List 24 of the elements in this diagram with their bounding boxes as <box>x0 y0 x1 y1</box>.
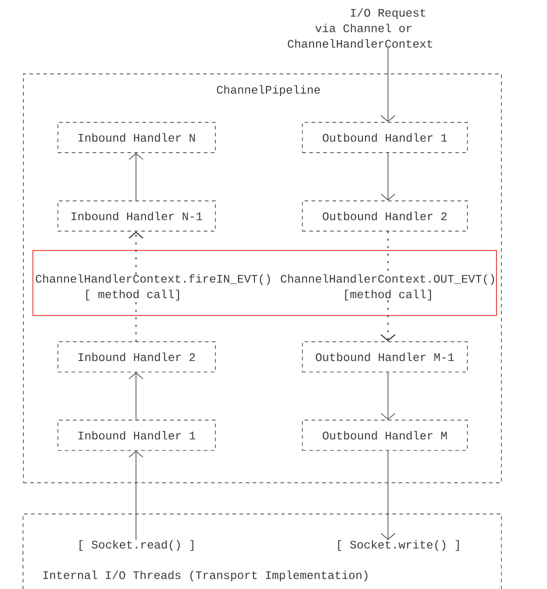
handler-box: Inbound Handler N-1 <box>58 200 216 232</box>
handler-box: Outbound Handler 1 <box>302 122 468 153</box>
highlight-frame <box>32 250 497 316</box>
arrow <box>128 153 144 201</box>
handler-box: Outbound Handler 2 <box>302 200 468 232</box>
arrow <box>128 232 144 275</box>
arrow <box>380 300 396 342</box>
arrow <box>380 48 396 122</box>
call-label: [ Socket.write() ] <box>338 540 459 551</box>
method-call-label: ChannelHandlerContext.fireIN_EVT() [ method call] <box>36 274 270 301</box>
method-call-label: ChannelHandlerContext.OUT_EVT() [method call] <box>280 274 494 301</box>
request-label: I/O Request via Channel or ChannelHandlerContext <box>288 8 432 48</box>
arrow <box>128 450 144 540</box>
handler-box: Inbound Handler N <box>58 122 216 153</box>
arrow <box>380 450 396 540</box>
handler-box: Inbound Handler 2 <box>58 341 216 372</box>
handler-box: Outbound Handler M-1 <box>302 341 468 372</box>
handler-box: Inbound Handler 1 <box>58 420 216 451</box>
connector-line <box>135 300 137 342</box>
arrow <box>128 372 144 420</box>
arrow <box>380 372 396 420</box>
handler-box: Outbound Handler M <box>302 420 468 451</box>
arrow <box>380 152 396 200</box>
call-label: [ Socket.read() ] <box>80 540 194 551</box>
